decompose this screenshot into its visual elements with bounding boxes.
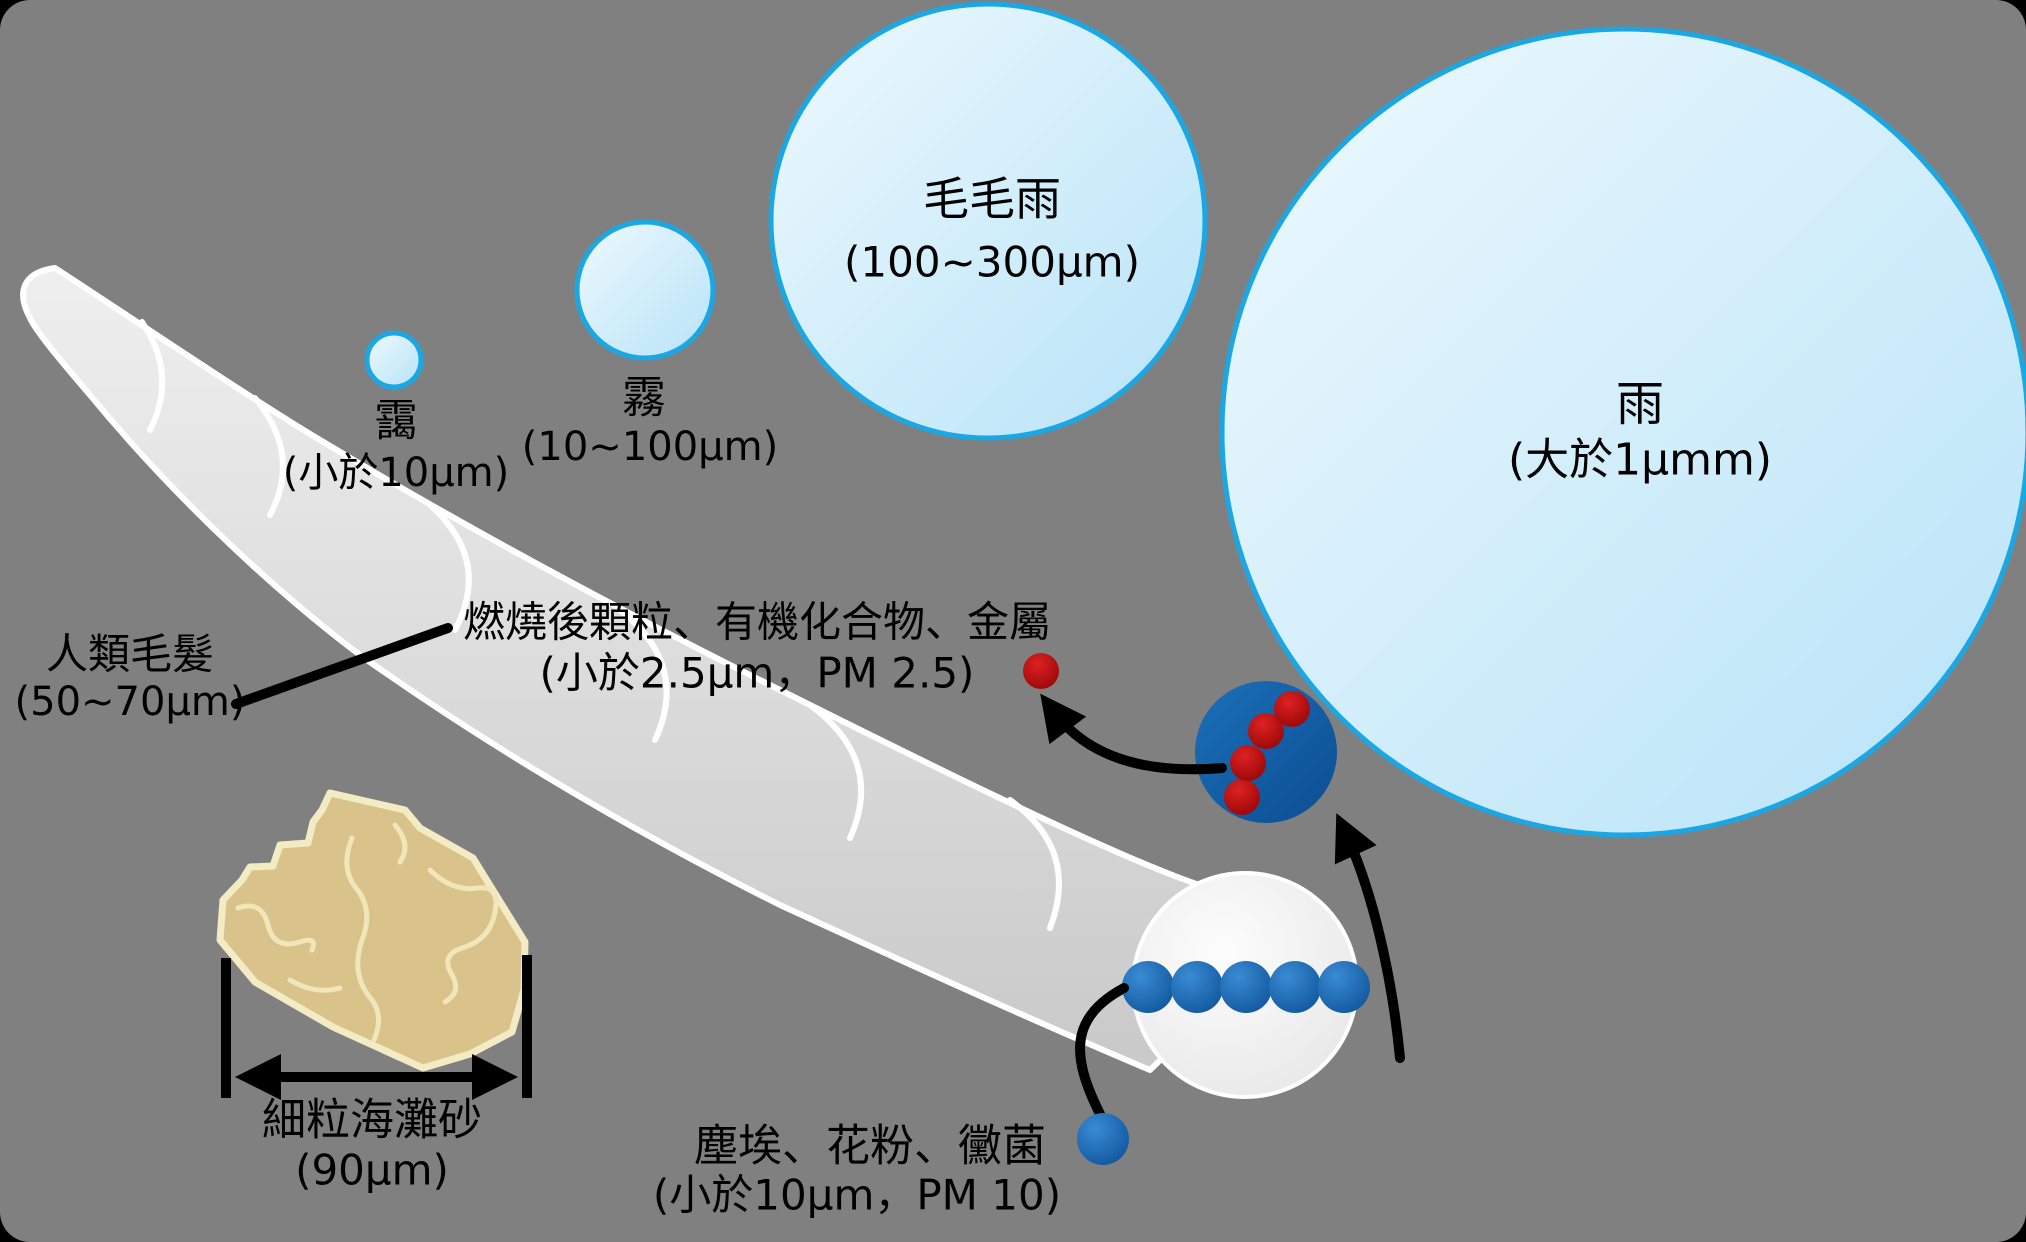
pm25-particle <box>1230 745 1266 781</box>
magnifier-circle <box>1195 681 1337 823</box>
pm25-particle <box>1274 691 1310 727</box>
mist-droplet <box>364 330 424 390</box>
pm25-size-label: (小於2.5μm，PM 2.5) <box>540 649 975 698</box>
mist-size-label: (小於10μm) <box>283 450 510 496</box>
pm25-label: 燃燒後顆粒、有機化合物、金屬 <box>463 598 1051 647</box>
pm10-particle <box>1122 961 1174 1013</box>
pm10-single-particle <box>1077 1113 1129 1165</box>
mist-label: 靄 <box>374 396 418 447</box>
pm25-single-particle <box>1023 653 1059 689</box>
hair-pointer-line <box>231 623 453 709</box>
sand-grain <box>216 789 532 1100</box>
sand-grain-shape <box>216 789 529 1072</box>
pm10-particle <box>1318 961 1370 1013</box>
pm25-particle <box>1248 713 1284 749</box>
drizzle-droplet <box>768 1 1208 441</box>
sand-size-label: (90μm) <box>295 1146 449 1195</box>
sand-grain-cracks <box>235 822 499 1043</box>
pm10-label: 塵埃、花粉、黴菌 <box>694 1121 1046 1172</box>
rain-size-label: (大於1μmm) <box>1508 435 1772 486</box>
arrow-to-magnifier <box>1334 813 1405 1063</box>
pm10-size-label: (小於10μm，PM 10) <box>653 1171 1061 1220</box>
pm10-particle <box>1171 961 1223 1013</box>
rain-droplet <box>1219 26 2026 838</box>
rain-label: 雨 <box>1616 376 1664 432</box>
hair-label: 人類毛髮 <box>46 630 214 679</box>
pm25-particle <box>1224 779 1260 815</box>
pm10-particles-row <box>1122 961 1370 1013</box>
pm10-connector-line <box>1075 983 1129 1119</box>
pm10-particle <box>1269 961 1321 1013</box>
pm10-magnified-circle <box>1195 681 1337 823</box>
fog-droplet <box>574 219 716 361</box>
fog-label: 霧 <box>622 373 666 424</box>
fog-size-label: (10~100μm) <box>522 424 778 470</box>
arrow-to-pm25 <box>1040 693 1227 775</box>
sand-label: 細粒海灘砂 <box>262 1095 482 1146</box>
drizzle-size-label: (100~300μm) <box>844 238 1140 287</box>
drizzle-label: 毛毛雨 <box>923 172 1061 226</box>
pm10-particle <box>1220 961 1272 1013</box>
hair-size-label: (50~70μm) <box>15 679 246 725</box>
hair-scale-lines <box>139 319 1062 931</box>
human-hair <box>20 265 1359 1099</box>
